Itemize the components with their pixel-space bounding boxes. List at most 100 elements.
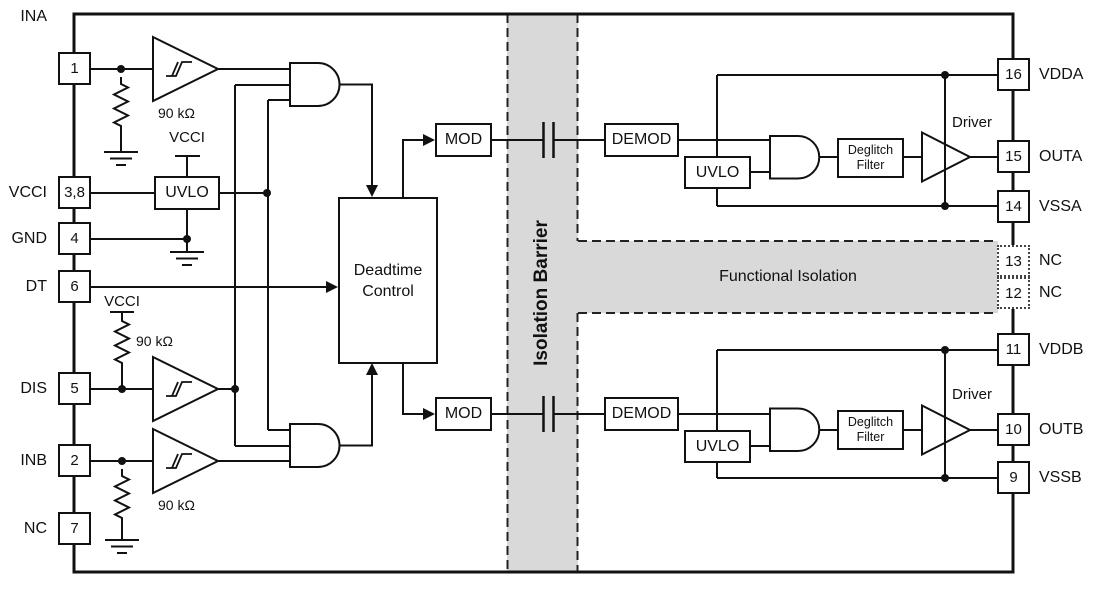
- pin-vcci: 3,8: [58, 176, 91, 209]
- resistor-dis-value: 90 kΩ: [136, 333, 173, 349]
- mod-b-label: MOD: [444, 405, 483, 422]
- pin-vdda: 16: [997, 58, 1030, 91]
- deglitch-a-line1: Deglitch: [847, 143, 894, 157]
- pin-number: 14: [1005, 198, 1022, 215]
- vcci-rail-label: VCCI: [169, 129, 205, 146]
- pin-number: 13: [1005, 252, 1022, 270]
- pin-label-ina: INA: [20, 7, 47, 25]
- pin-vddb: 11: [997, 333, 1030, 366]
- deglitch-b-line1: Deglitch: [847, 415, 894, 429]
- capacitor-a: [542, 122, 555, 158]
- ground-ina: [104, 151, 138, 166]
- and-gate-b-output: [769, 407, 821, 452]
- pin-number: 10: [1005, 421, 1022, 438]
- pin-number: 16: [1005, 66, 1022, 83]
- uvlo-block-a: UVLO: [684, 156, 751, 189]
- schmitt-buffer-ina: [152, 35, 221, 103]
- and-gate-b-input: [289, 423, 341, 468]
- deglitch-b-line2: Filter: [856, 430, 885, 444]
- isolation-capacitors: [542, 122, 555, 432]
- resistor-ina: [111, 77, 131, 152]
- schmitt-buffer-inb: [152, 427, 221, 495]
- and-gate-a-input: [289, 62, 341, 107]
- resistor-inb-value: 90 kΩ: [158, 497, 195, 513]
- pin-vssa: 14: [997, 190, 1030, 223]
- pin-number: 1: [70, 60, 79, 77]
- pin-nc7: 7: [58, 512, 91, 545]
- and-gates: [289, 62, 821, 468]
- uvlo-a-label: UVLO: [695, 163, 740, 181]
- ground-gnd: [170, 251, 204, 266]
- pin-label-vcci: VCCI: [8, 183, 47, 201]
- driver-label-a: Driver: [952, 113, 992, 131]
- uvlo-input-block: UVLO: [154, 176, 220, 210]
- functional-isolation-label: Functional Isolation: [719, 268, 857, 285]
- pin-label-inb: INB: [20, 451, 47, 469]
- pin-outa: 15: [997, 140, 1030, 173]
- pin-number: 5: [70, 380, 79, 397]
- mod-a-label: MOD: [444, 131, 483, 148]
- pin-nc12: 12: [997, 277, 1030, 309]
- resistor-dis-pullup: [112, 312, 132, 389]
- pin-vssb: 9: [997, 461, 1030, 494]
- junction-dots: [117, 65, 949, 482]
- deglitch-filter-block-b: Deglitch Filter: [837, 410, 904, 450]
- wires: [91, 68, 997, 479]
- arrowheads: [326, 134, 435, 420]
- pin-number: 15: [1005, 148, 1022, 165]
- pin-label-vdda: VDDA: [1039, 65, 1084, 83]
- schmitt-buffer-dis: [152, 355, 221, 423]
- pin-label-dis: DIS: [20, 379, 47, 397]
- demod-b-label: DEMOD: [611, 405, 672, 422]
- uvlo-block-b: UVLO: [684, 430, 751, 463]
- ground-symbols: [104, 151, 204, 554]
- pin-label-vssa: VSSA: [1039, 197, 1082, 215]
- resistor-inb: [112, 469, 132, 540]
- pin-gnd: 4: [58, 222, 91, 255]
- schmitt-buffers: [152, 35, 221, 495]
- band-dashed-borders: [506, 14, 998, 572]
- pin-label-nc12: NC: [1039, 284, 1063, 301]
- pin-nc13: 13: [997, 245, 1030, 277]
- pin-label-outa: OUTA: [1039, 147, 1083, 165]
- pin-number: 7: [70, 520, 79, 537]
- uvlo-input-label: UVLO: [165, 184, 209, 201]
- pin-label-outb: OUTB: [1039, 420, 1084, 438]
- vcci-pullup-label: VCCI: [104, 293, 140, 310]
- pin-number: 3,8: [64, 184, 85, 201]
- pin-outb: 10: [997, 413, 1030, 446]
- demod-a-label: DEMOD: [611, 131, 672, 148]
- isolation-barrier-band: [507, 14, 578, 572]
- pin-dis: 5: [58, 372, 91, 405]
- pin-number: 4: [70, 230, 79, 247]
- pin-number: 11: [1005, 341, 1022, 358]
- deglitch-a-line2: Filter: [856, 158, 885, 172]
- pin-number: 12: [1005, 284, 1022, 302]
- capacitor-b: [542, 396, 555, 432]
- mod-block-a: MOD: [435, 123, 492, 157]
- pin-dt: 6: [58, 270, 91, 303]
- pin-label-vssb: VSSB: [1039, 468, 1082, 486]
- and-gate-a-output: [769, 135, 821, 180]
- ground-inb: [105, 539, 139, 554]
- driver-label-b: Driver: [952, 385, 992, 403]
- pin-label-nc7: NC: [23, 519, 47, 537]
- uvlo-b-label: UVLO: [695, 437, 740, 455]
- resistor-ina-value: 90 kΩ: [158, 105, 195, 121]
- deadtime-control-block: Deadtime Control: [338, 197, 438, 364]
- isolation-barrier-label: Isolation Barrier: [531, 220, 552, 366]
- resistors: [111, 77, 132, 540]
- deglitch-filter-block-a: Deglitch Filter: [837, 138, 904, 178]
- deadtime-label-line2: Control: [362, 282, 414, 300]
- pin-number: 6: [70, 278, 79, 295]
- demod-block-b: DEMOD: [604, 397, 679, 431]
- hysteresis-glyphs: [166, 61, 192, 469]
- pin-ina: 1: [58, 52, 91, 85]
- demod-block-a: DEMOD: [604, 123, 679, 157]
- deadtime-label-line1: Deadtime: [353, 261, 423, 279]
- pin-number: 9: [1009, 469, 1018, 486]
- pin-number: 2: [70, 452, 79, 469]
- pin-label-nc13: NC: [1039, 252, 1063, 269]
